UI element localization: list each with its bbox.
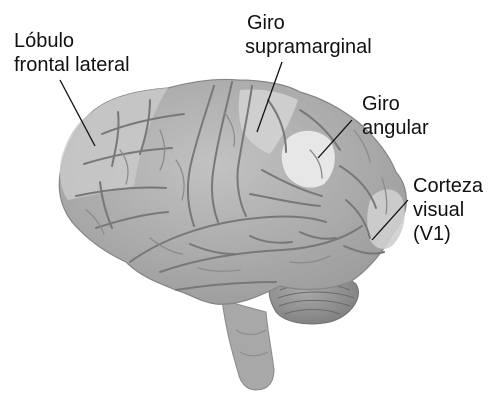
brainstem [222,300,274,390]
label-line: visual [413,198,483,222]
label-line: angular [362,116,429,140]
label-line: Lóbulo [14,29,130,53]
label-lateral-frontal-lobe: Lóbulo frontal lateral [14,29,130,77]
label-line: Giro [362,92,429,116]
label-line: Corteza [413,174,483,198]
label-line: Giro [245,11,372,35]
label-visual-cortex: Corteza visual (V1) [413,174,483,246]
label-angular-gyrus: Giro angular [362,92,429,140]
label-line: (V1) [413,222,483,246]
label-supramarginal-gyrus: Giro supramarginal [245,11,372,59]
label-line: supramarginal [245,35,372,59]
label-line: frontal lateral [14,53,130,77]
